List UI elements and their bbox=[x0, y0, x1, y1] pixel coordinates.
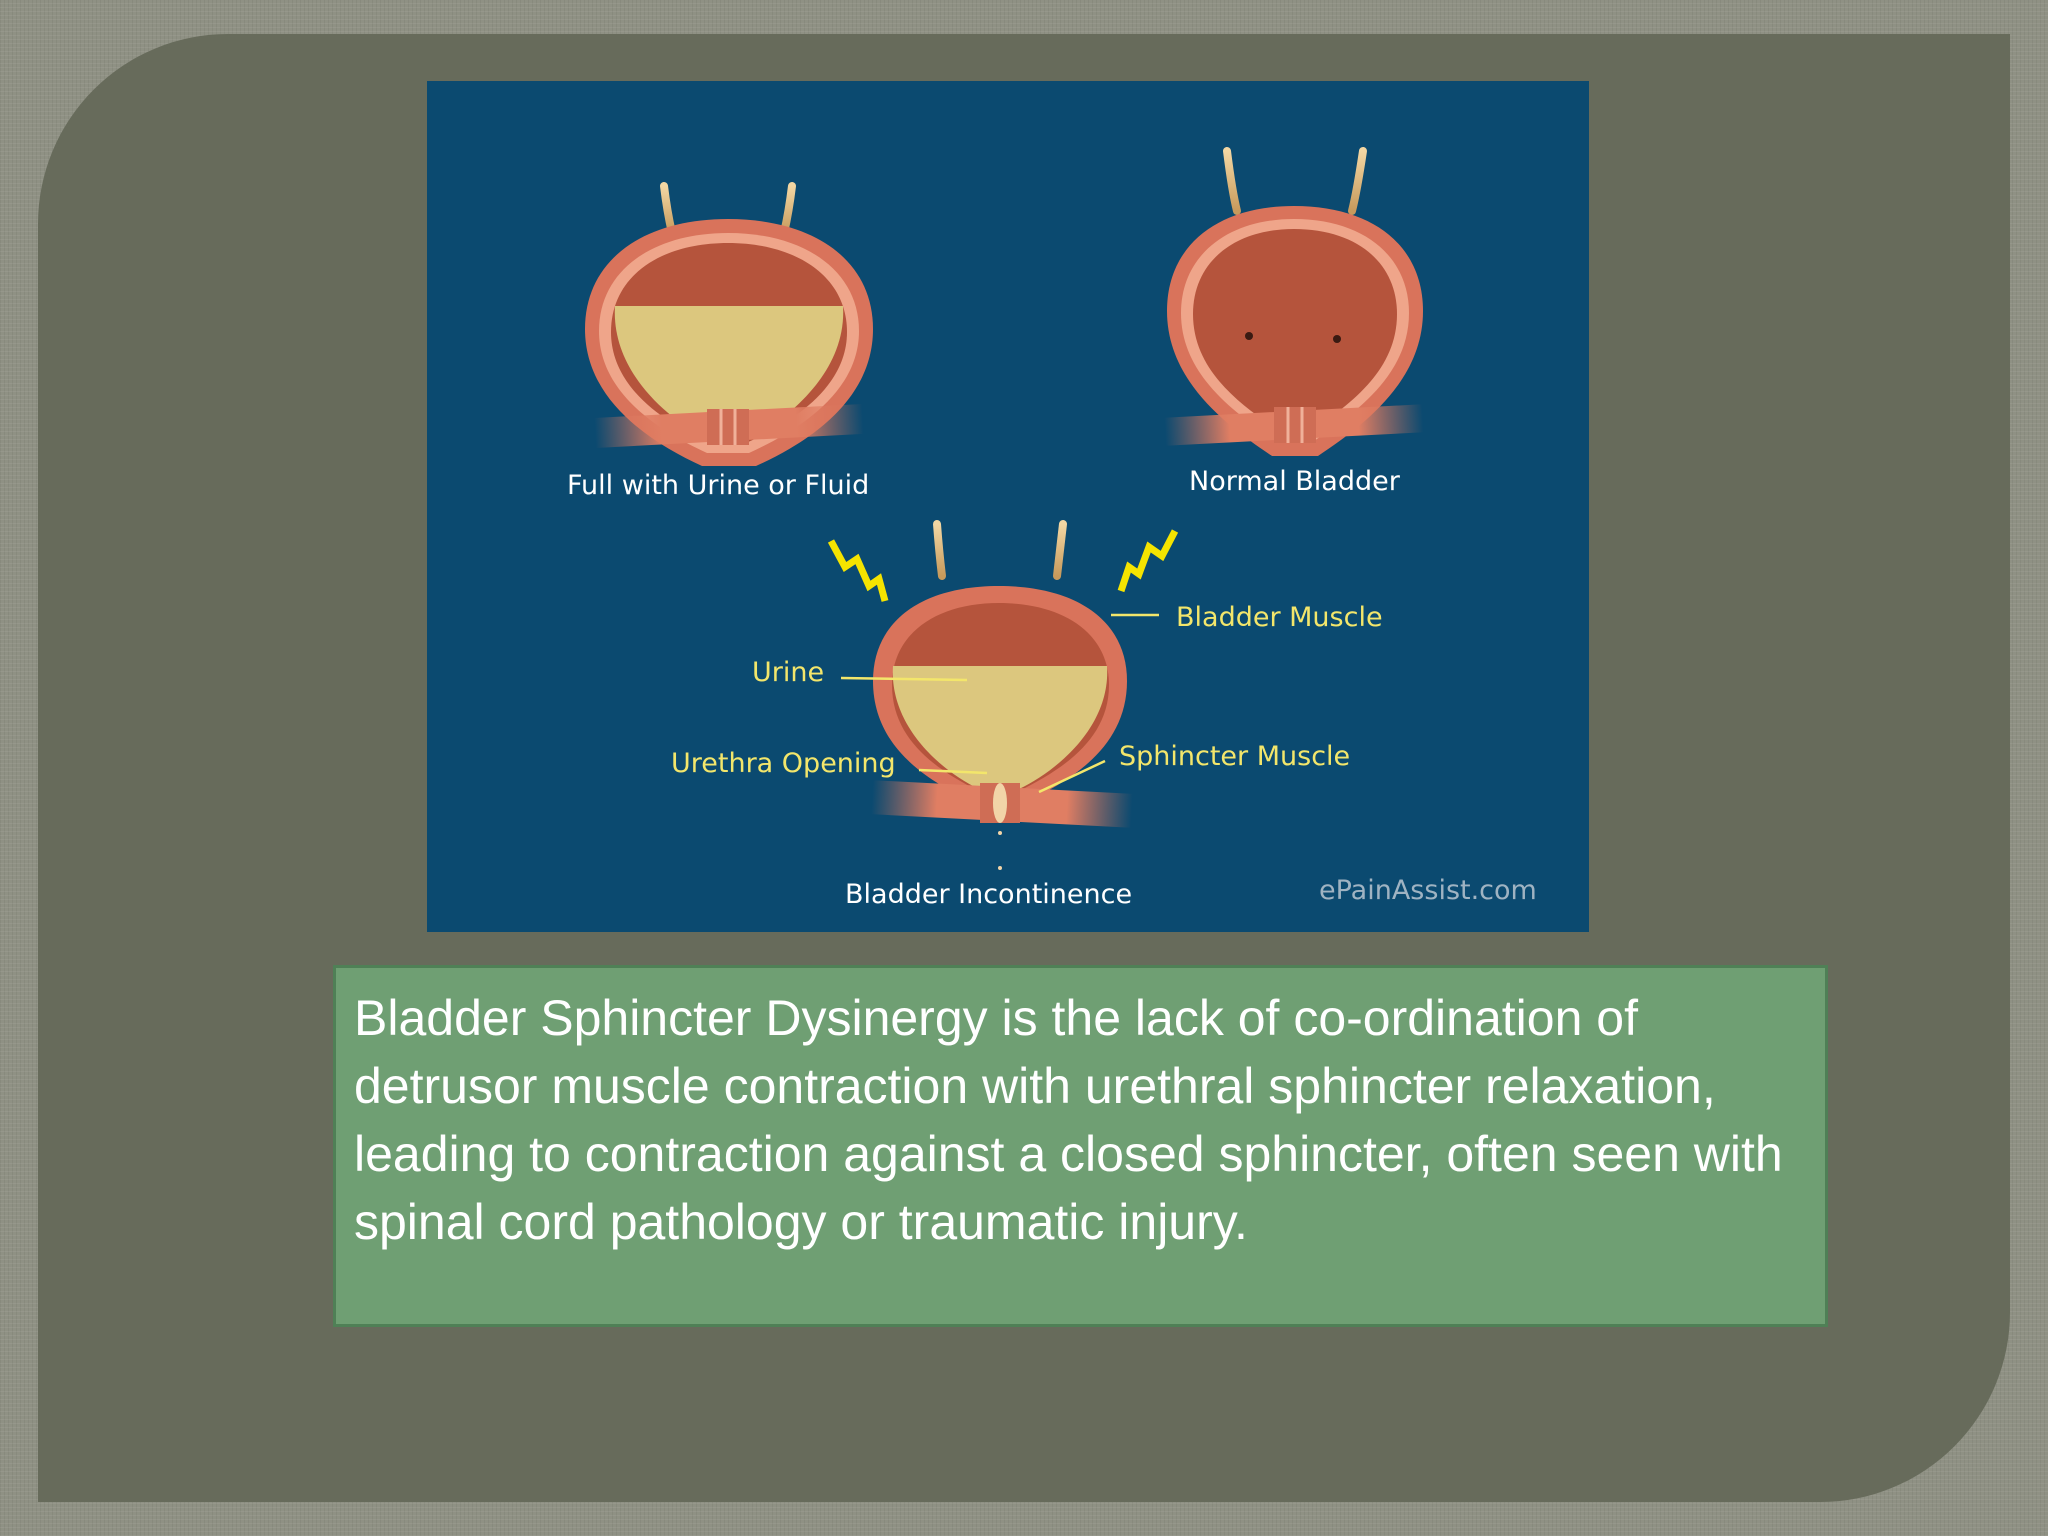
leader-urine bbox=[840, 676, 968, 682]
normal-bladder-illustration bbox=[1164, 147, 1424, 456]
bladder-diagram-figure: Full with Urine or Fluid Normal Bladder … bbox=[427, 81, 1589, 932]
label-bladder-incontinence: Bladder Incontinence bbox=[845, 879, 1132, 910]
definition-caption-text: Bladder Sphincter Dysinergy is the lack … bbox=[354, 990, 1783, 1250]
lightning-right-icon bbox=[1117, 529, 1179, 593]
watermark-epainassist: ePainAssist.com bbox=[1319, 875, 1537, 906]
bladder-diagram-svg: Full with Urine or Fluid Normal Bladder … bbox=[567, 147, 1537, 910]
label-urine: Urine bbox=[752, 657, 824, 688]
definition-caption-box: Bladder Sphincter Dysinergy is the lack … bbox=[333, 965, 1828, 1327]
label-full-bladder: Full with Urine or Fluid bbox=[567, 470, 869, 501]
label-sphincter-muscle: Sphincter Muscle bbox=[1119, 741, 1350, 772]
full-bladder-illustration bbox=[585, 182, 873, 466]
label-normal-bladder: Normal Bladder bbox=[1189, 466, 1401, 497]
leader-sphincter-muscle bbox=[1038, 759, 1106, 794]
leader-urethra-opening bbox=[918, 768, 988, 775]
lightning-left-icon bbox=[827, 539, 889, 602]
label-urethra-opening: Urethra Opening bbox=[671, 748, 896, 779]
incontinent-bladder-illustration bbox=[871, 520, 1133, 870]
label-bladder-muscle: Bladder Muscle bbox=[1176, 602, 1383, 633]
